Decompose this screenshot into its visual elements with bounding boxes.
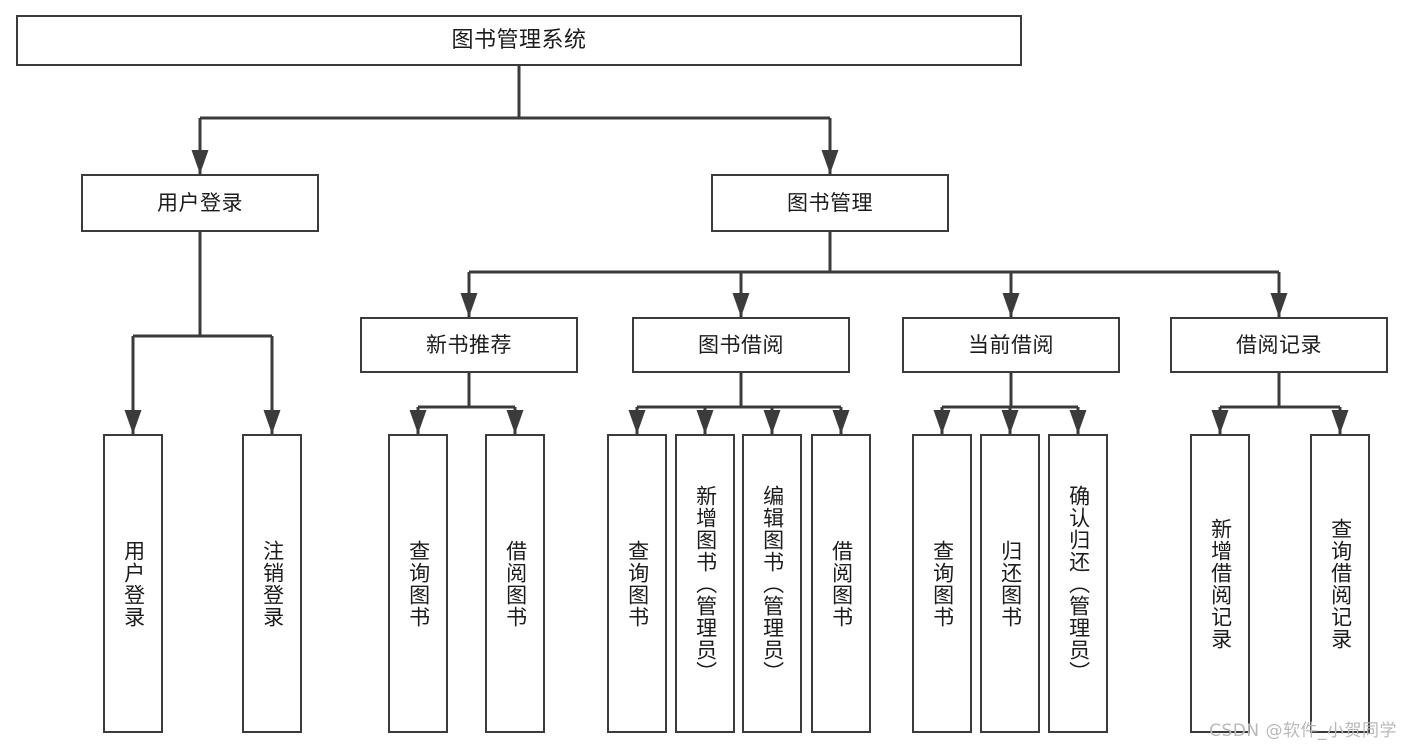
arrowhead-icon-l-edit — [763, 410, 781, 434]
arrowhead-icon-l-q2 — [628, 410, 646, 434]
node-l-add[interactable]: 新增图书（管理员） — [675, 434, 735, 733]
node-label: 图书管理 — [787, 190, 873, 215]
node-label: 查询图书 — [625, 539, 650, 628]
node-label: 新增图书（管理员） — [693, 484, 718, 683]
arrowhead-icon-l-b1 — [506, 410, 524, 434]
arrowhead-icon-l-confirm — [1069, 410, 1087, 434]
node-l-confirm[interactable]: 确认归还（管理员） — [1048, 434, 1108, 733]
arrowhead-icon-l-b2 — [832, 410, 850, 434]
node-label: 查询借阅记录 — [1328, 517, 1353, 650]
node-l-qrec[interactable]: 查询借阅记录 — [1310, 434, 1370, 733]
node-label: 确认归还（管理员） — [1066, 484, 1091, 683]
node-label: 用户登录 — [121, 539, 146, 628]
arrowhead-icon-l-q3 — [933, 410, 951, 434]
arrowhead-icon-l-return — [1001, 410, 1019, 434]
arrowhead-icon-l-qrec — [1331, 410, 1349, 434]
arrowhead-icon-bookmgmt — [821, 150, 839, 174]
node-label: 查询图书 — [406, 539, 431, 628]
node-label: 借阅图书 — [503, 539, 528, 628]
node-l-return[interactable]: 归还图书 — [980, 434, 1040, 733]
node-label: 用户登录 — [157, 190, 243, 215]
node-l-logout[interactable]: 注销登录 — [242, 434, 302, 733]
node-l-q3[interactable]: 查询图书 — [912, 434, 972, 733]
node-label: 借阅记录 — [1236, 332, 1322, 357]
watermark-label: CSDN @软件_小贺同学 — [1209, 721, 1397, 741]
arrowhead-icon-l-add — [696, 410, 714, 434]
node-l-login[interactable]: 用户登录 — [103, 434, 163, 733]
node-label: 图书管理系统 — [451, 27, 587, 53]
arrowhead-icon-borrow — [732, 293, 750, 317]
node-label: 图书借阅 — [698, 332, 784, 357]
node-records[interactable]: 借阅记录 — [1170, 317, 1388, 373]
node-label: 借阅图书 — [829, 539, 854, 628]
node-l-addrec[interactable]: 新增借阅记录 — [1190, 434, 1250, 733]
node-label: 新书推荐 — [426, 332, 512, 357]
arrowhead-icon-l-addrec — [1211, 410, 1229, 434]
arrowhead-icon-records — [1270, 293, 1288, 317]
node-borrow[interactable]: 图书借阅 — [632, 317, 850, 373]
node-l-q1[interactable]: 查询图书 — [388, 434, 448, 733]
node-label: 编辑图书（管理员） — [760, 484, 785, 683]
node-label: 新增借阅记录 — [1208, 517, 1233, 650]
node-newrec[interactable]: 新书推荐 — [360, 317, 578, 373]
node-login[interactable]: 用户登录 — [81, 174, 319, 232]
node-label: 归还图书 — [998, 539, 1023, 628]
node-l-edit[interactable]: 编辑图书（管理员） — [742, 434, 802, 733]
node-label: 当前借阅 — [968, 332, 1054, 357]
arrowhead-icon-login — [191, 150, 209, 174]
node-label: 注销登录 — [260, 539, 285, 628]
arrowhead-icon-newrec — [460, 293, 478, 317]
node-l-b1[interactable]: 借阅图书 — [485, 434, 545, 733]
arrowhead-icon-l-logout — [263, 410, 281, 434]
arrowhead-icon-l-login — [124, 410, 142, 434]
arrowhead-icon-current — [1002, 293, 1020, 317]
node-l-b2[interactable]: 借阅图书 — [811, 434, 871, 733]
arrowhead-icon-l-q1 — [409, 410, 427, 434]
node-label: 查询图书 — [930, 539, 955, 628]
node-current[interactable]: 当前借阅 — [902, 317, 1120, 373]
node-bookmgmt[interactable]: 图书管理 — [711, 174, 949, 232]
node-l-q2[interactable]: 查询图书 — [607, 434, 667, 733]
node-root[interactable]: 图书管理系统 — [16, 15, 1022, 66]
